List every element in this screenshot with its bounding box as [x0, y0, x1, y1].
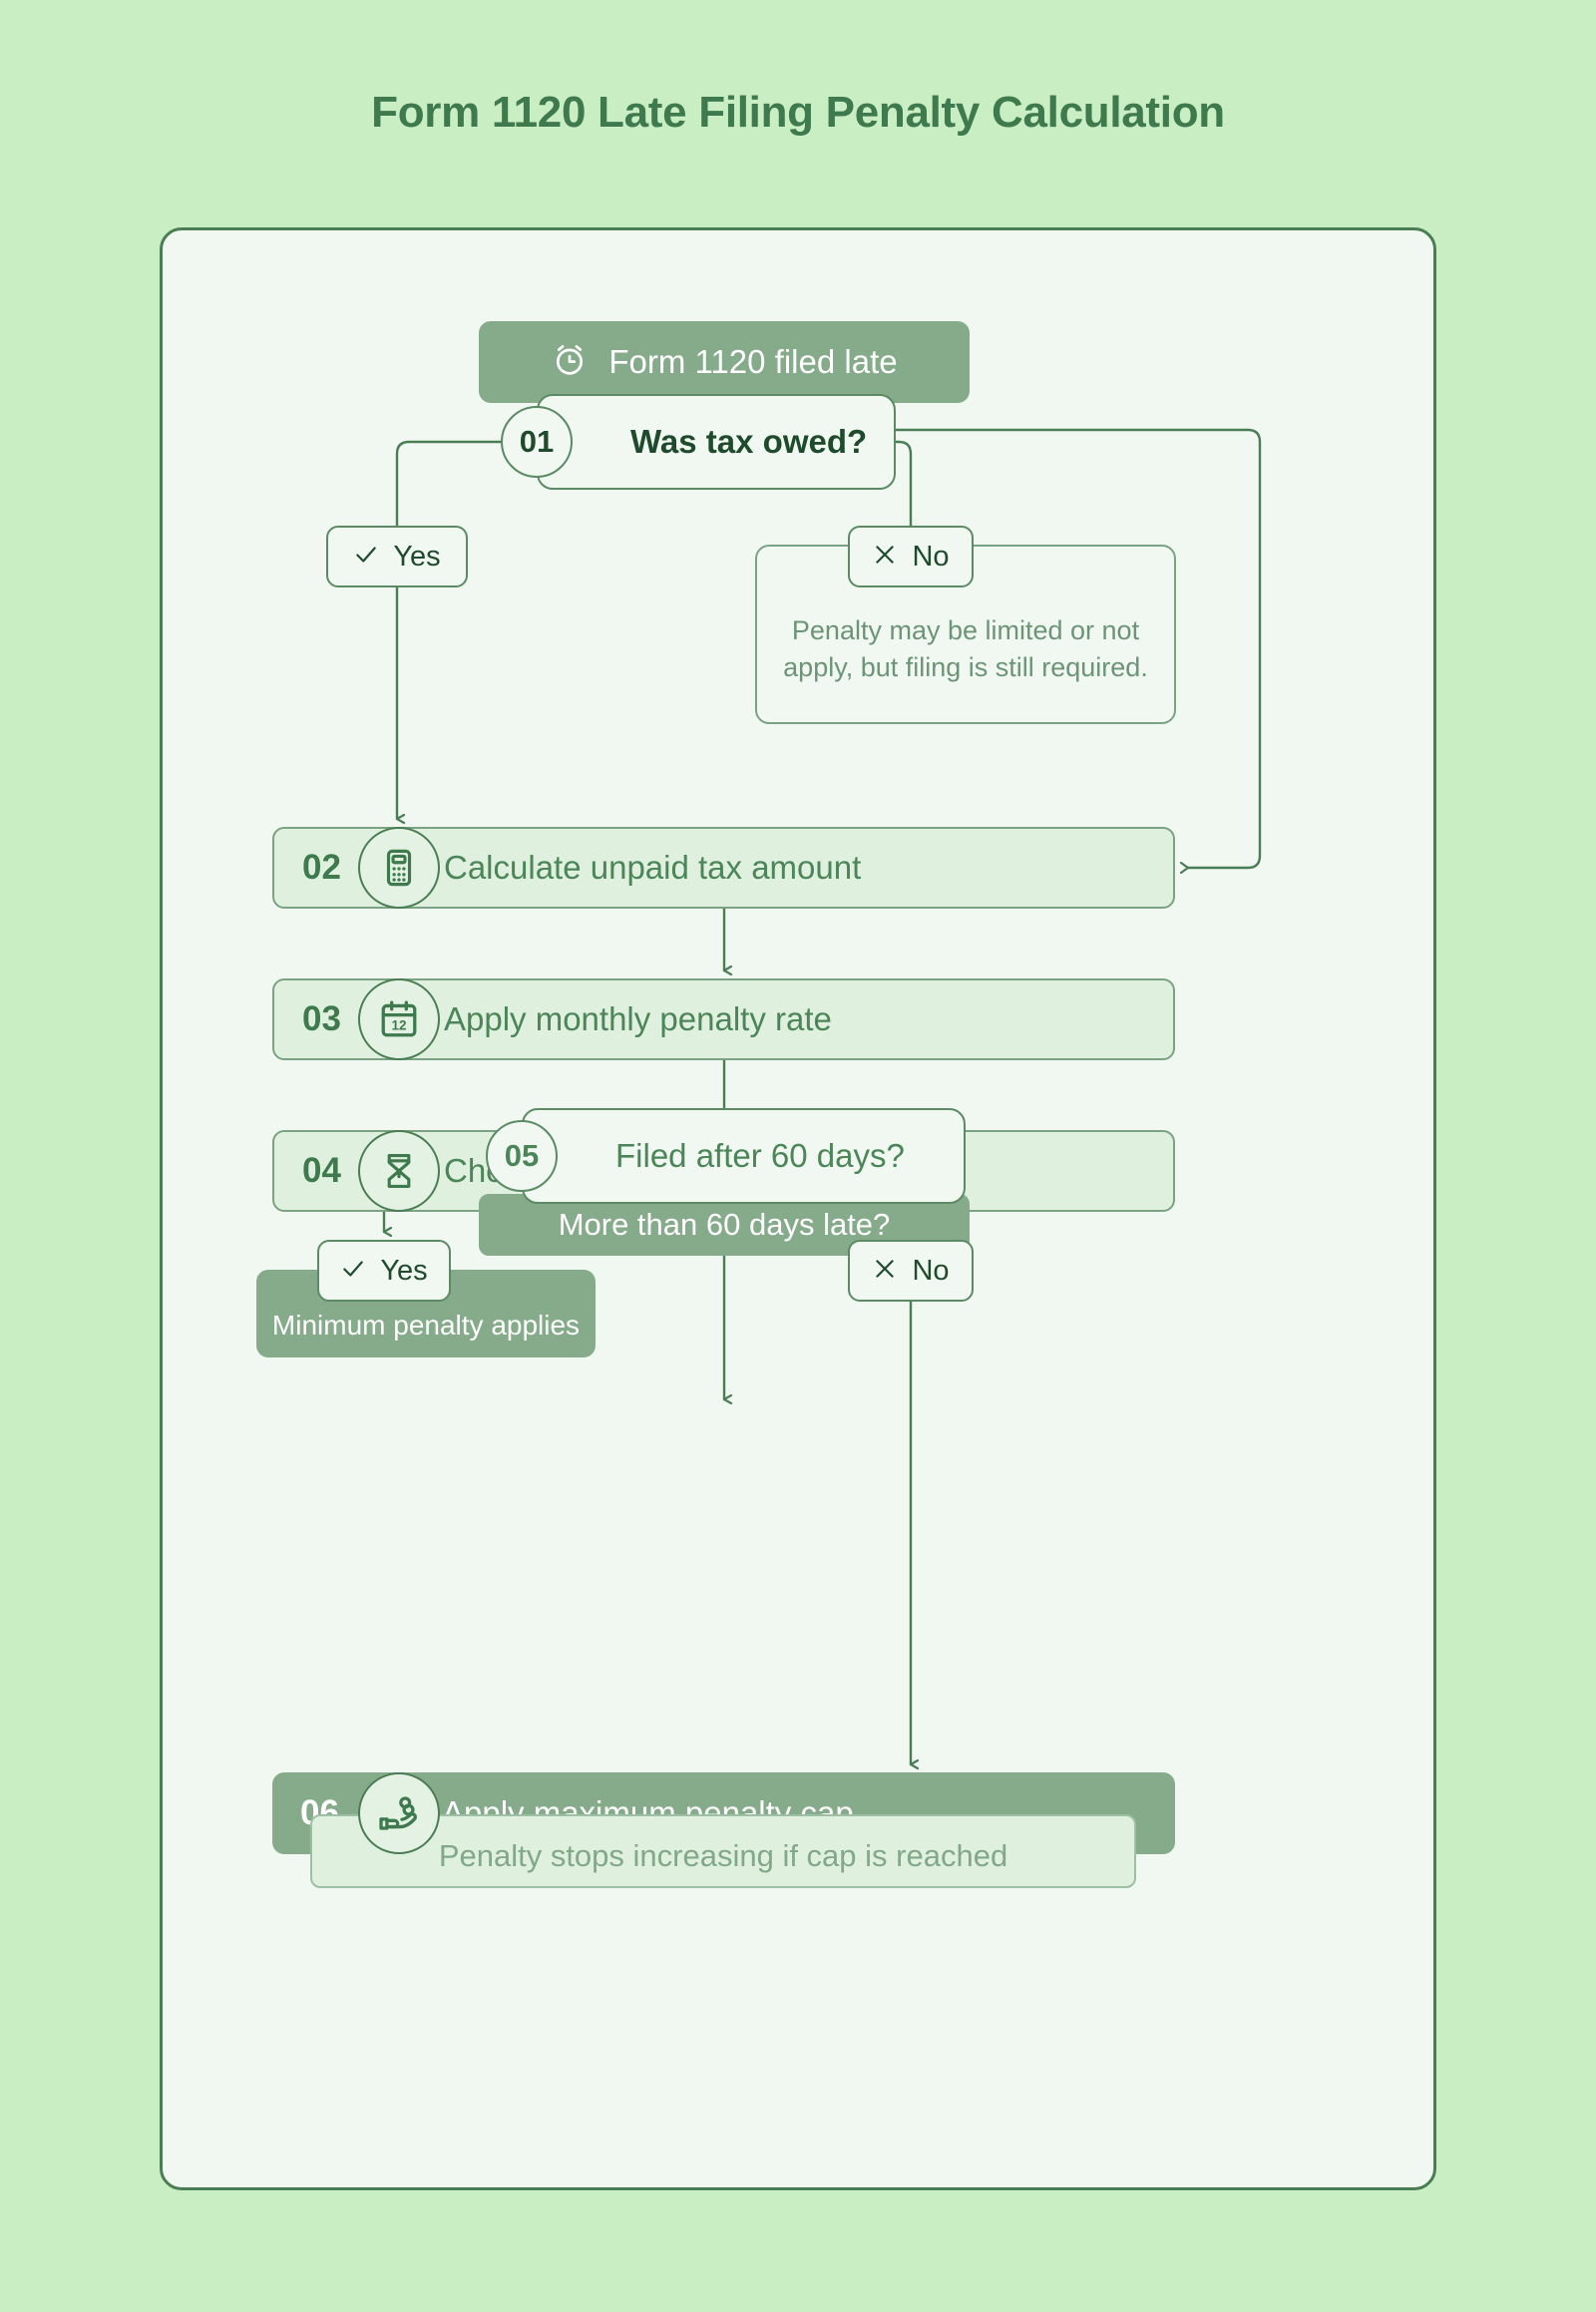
- decision-05-number-badge: 05: [486, 1120, 558, 1192]
- branch-chip-no-2[interactable]: No: [848, 1240, 974, 1302]
- step-03-label: Apply monthly penalty rate: [444, 1000, 832, 1037]
- alarm-clock-icon: [551, 341, 589, 384]
- step-02-number: 02: [302, 848, 341, 887]
- cap-note-text: Penalty stops increasing if cap is reach…: [438, 1838, 1008, 1873]
- x-icon: [872, 542, 898, 573]
- decision-01-number-badge: 01: [501, 406, 573, 478]
- branch-chip-yes-2-label: Yes: [380, 1254, 428, 1287]
- x-icon: [872, 1256, 898, 1287]
- branch-chip-no-1[interactable]: No: [848, 526, 974, 587]
- check-icon: [353, 542, 379, 573]
- outcome-minimum-penalty-label: Minimum penalty applies: [271, 1310, 581, 1341]
- start-node[interactable]: Form 1120 filed late: [479, 321, 970, 403]
- branch-chip-no-1-label: No: [912, 540, 950, 573]
- decision-01-no-note-text: Penalty may be limited or not apply, but…: [783, 614, 1148, 682]
- branch-chip-no-2-label: No: [912, 1254, 950, 1287]
- start-node-label: Form 1120 filed late: [608, 343, 898, 380]
- cap-note: Penalty stops increasing if cap is reach…: [310, 1814, 1136, 1888]
- branch-chip-yes-2[interactable]: Yes: [317, 1240, 451, 1302]
- condition-tag-label: More than 60 days late?: [558, 1207, 891, 1242]
- step-03-number: 03: [302, 999, 341, 1038]
- decision-05-question: Filed after 60 days?: [615, 1137, 905, 1174]
- calendar-12-icon: 12: [358, 978, 440, 1060]
- step-02-label: Calculate unpaid tax amount: [444, 849, 862, 886]
- decision-node-05[interactable]: Filed after 60 days?: [522, 1108, 966, 1204]
- hourglass-icon: [358, 1130, 440, 1212]
- step-04-number: 04: [302, 1151, 341, 1190]
- check-icon: [340, 1256, 366, 1287]
- decision-node-01[interactable]: Was tax owed?: [537, 394, 896, 490]
- branch-chip-yes-1-label: Yes: [393, 540, 441, 573]
- flowchart-card: Form 1120 filed late Was tax owed? 01 Ye…: [160, 227, 1436, 2190]
- branch-chip-yes-1[interactable]: Yes: [326, 526, 468, 587]
- hand-coins-icon: [358, 1772, 440, 1854]
- page-title: Form 1120 Late Filing Penalty Calculatio…: [371, 88, 1225, 137]
- svg-text:12: 12: [391, 1017, 406, 1032]
- decision-01-question: Was tax owed?: [630, 423, 868, 460]
- calculator-icon: [358, 827, 440, 909]
